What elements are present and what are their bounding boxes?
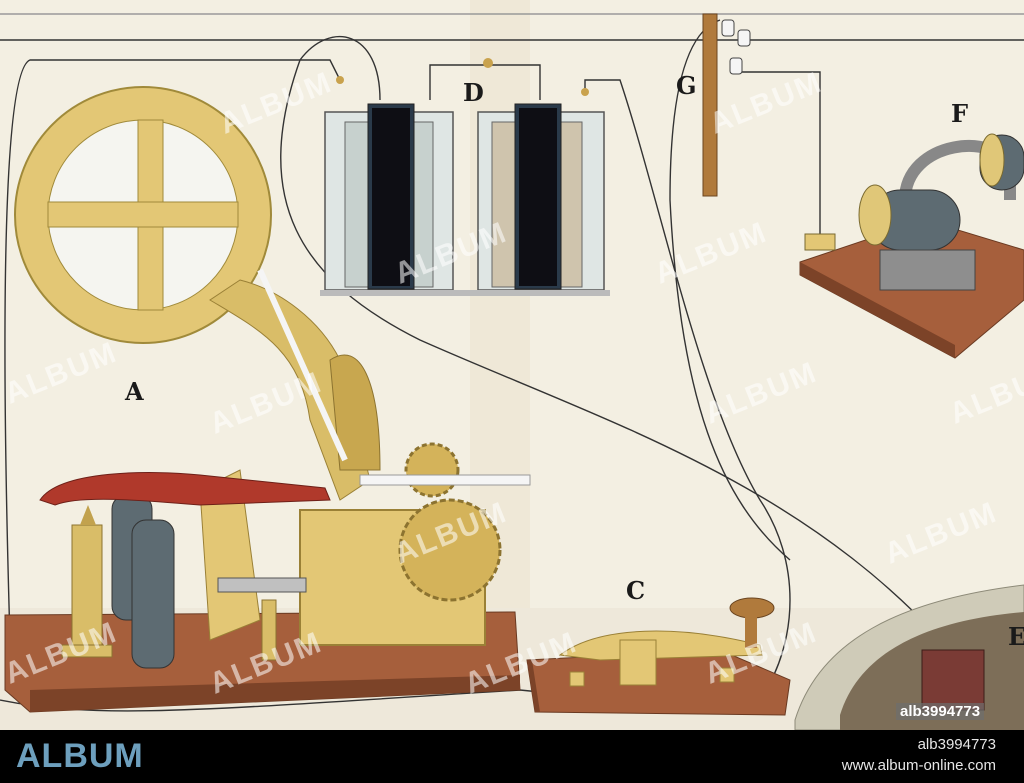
label-g: G [676, 71, 697, 100]
label-c: C [626, 576, 646, 605]
label-f: F [951, 99, 969, 128]
morse-key-c [526, 597, 791, 716]
telegraph-illustration [0, 0, 1024, 730]
relay-apparatus-f [799, 133, 1024, 359]
watermark-id: alb3994773 [896, 703, 985, 720]
brand-logo: ALBUM [16, 737, 144, 775]
battery-cells-d [320, 58, 610, 296]
label-a: A [125, 377, 144, 406]
footer-bar: ALBUM alb3994773 www.album-online.com [0, 730, 1024, 783]
website-link[interactable]: www.album-online.com [841, 757, 996, 774]
morse-register-a [4, 86, 531, 713]
label-d: D [463, 78, 484, 107]
image-reference: alb3994773 [917, 736, 996, 753]
earth-plate-e [794, 584, 1024, 730]
label-e: E [1008, 622, 1024, 651]
telegraph-pole-g [702, 13, 751, 197]
